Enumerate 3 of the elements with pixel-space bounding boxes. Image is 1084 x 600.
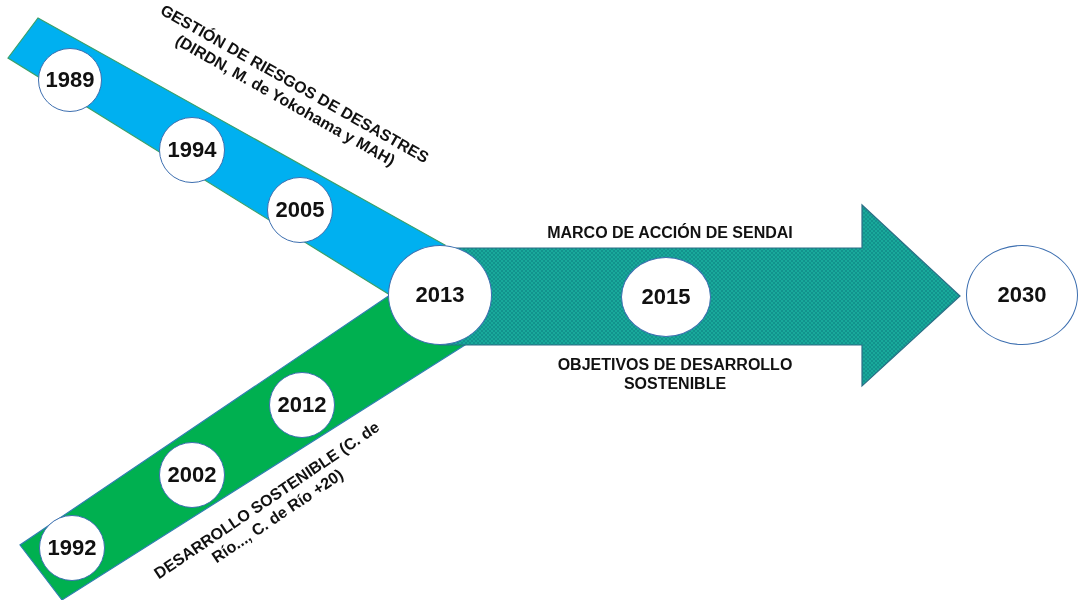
year-circle: 2030 (966, 245, 1078, 345)
arrow-label: OBJETIVOS DE DESARROLLO SOSTENIBLE (556, 355, 794, 393)
arrow-label: MARCO DE ACCIÓN DE SENDAI (546, 222, 794, 242)
